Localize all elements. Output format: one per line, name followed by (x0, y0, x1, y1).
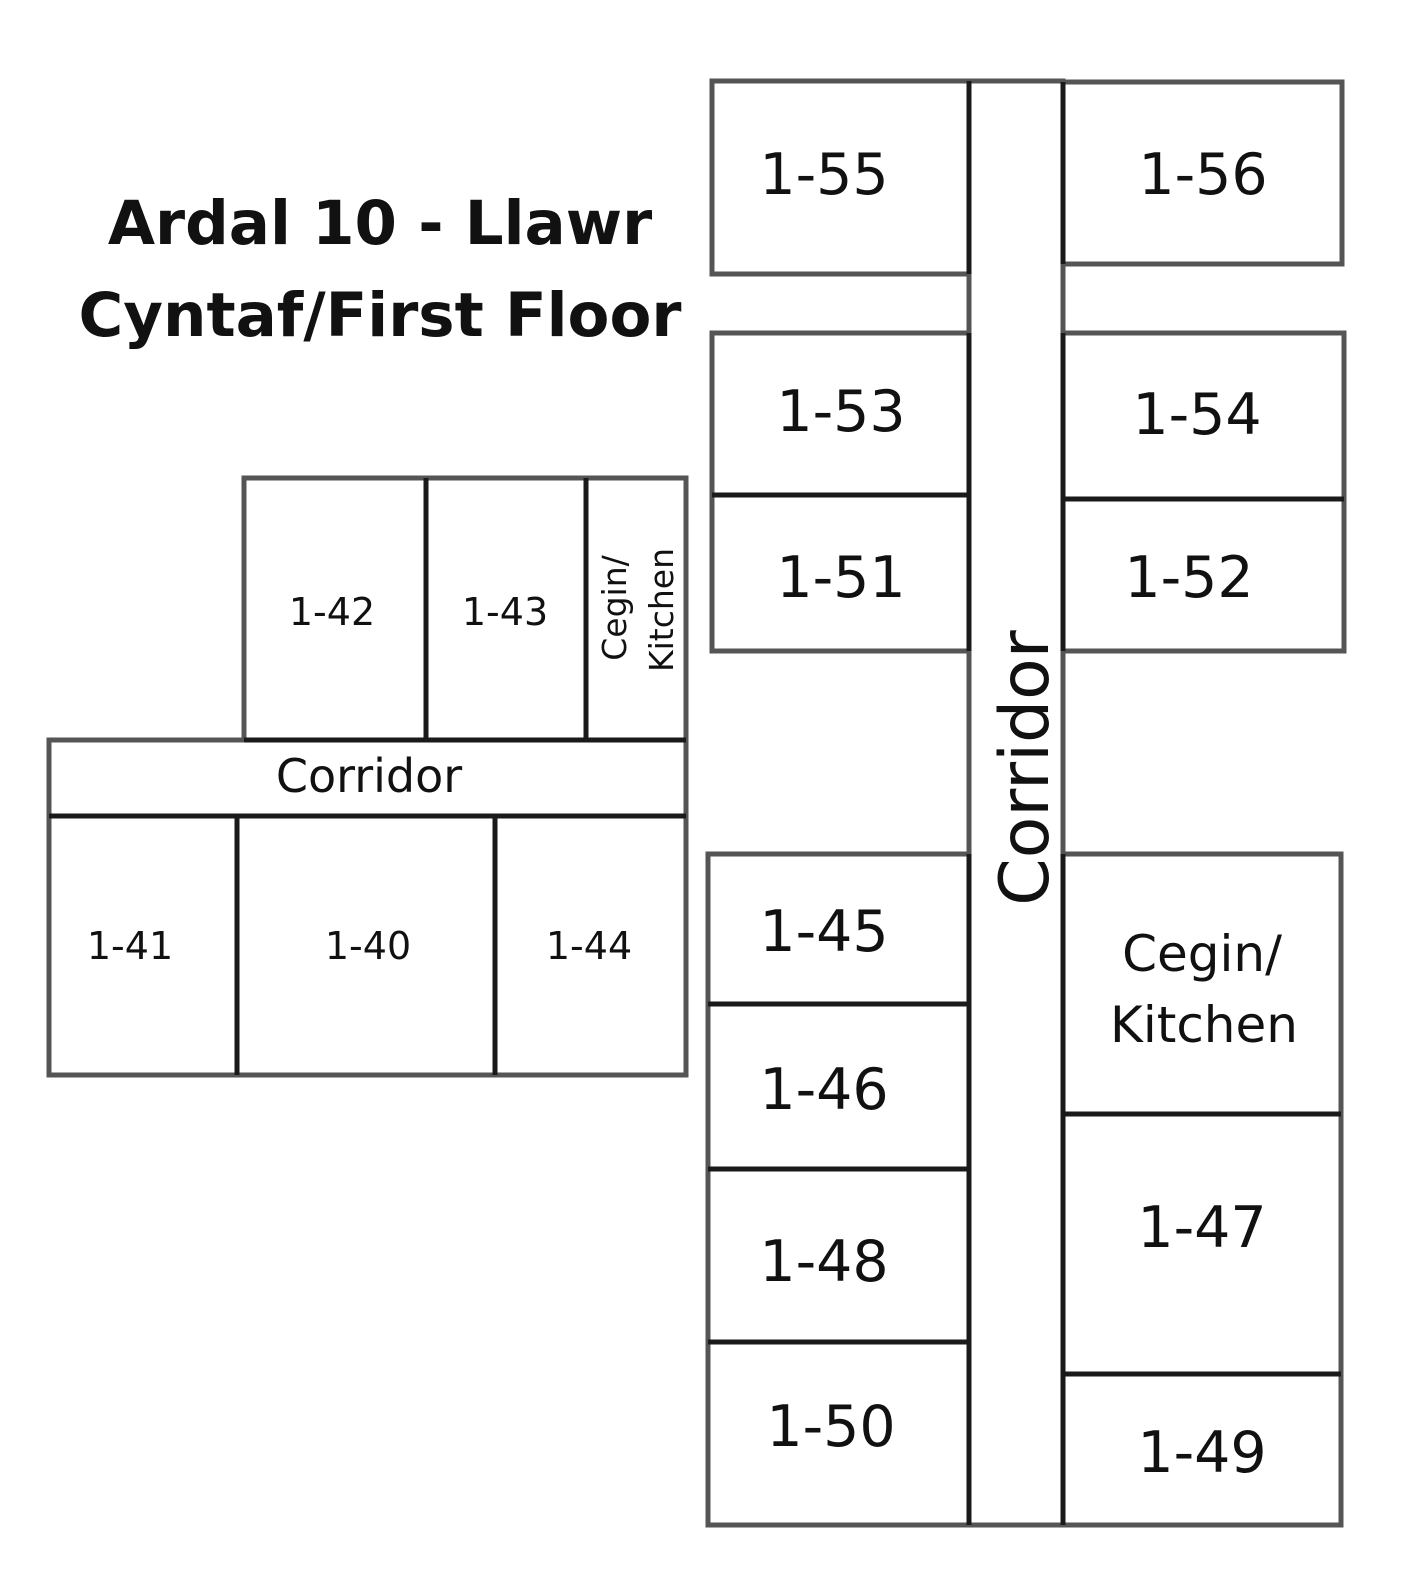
kitchen-east-label-line1: Cegin/ (1122, 925, 1282, 983)
room-1-44-label: 1-44 (546, 924, 632, 968)
room-1-54-label: 1-54 (1132, 382, 1261, 448)
room-1-45-label: 1-45 (759, 899, 888, 965)
room-1-40-label: 1-40 (325, 924, 411, 968)
room-1-43-label: 1-43 (462, 590, 548, 634)
room-1-47-label: 1-47 (1137, 1195, 1266, 1261)
room-1-49-label: 1-49 (1137, 1420, 1266, 1486)
room-1-41-label: 1-41 (87, 924, 173, 968)
floor-title: Ardal 10 - Llawr Cyntaf/First Floor (60, 178, 700, 362)
floor-title-line2: Cyntaf/First Floor (78, 280, 682, 351)
corridor-east-box (966, 78, 1066, 1528)
room-1-50-label: 1-50 (766, 1394, 895, 1460)
room-dividers (49, 81, 1344, 1525)
floor-title-line1: Ardal 10 - Llawr (107, 188, 653, 259)
room-1-53-label: 1-53 (776, 379, 905, 445)
room-1-46-label: 1-46 (759, 1057, 888, 1123)
room-labels: 1-42 1-43 Cegin/ Kitchen Corridor 1-41 1… (87, 142, 1298, 1486)
room-outlines (46, 78, 1347, 1528)
corridor-west-label: Corridor (276, 749, 462, 803)
room-1-42-label: 1-42 (289, 590, 375, 634)
room-1-52-label: 1-52 (1124, 545, 1253, 611)
kitchen-west-label-line1: Cegin/ (595, 554, 634, 660)
kitchen-east-label-line2: Kitchen (1110, 996, 1298, 1054)
kitchen-east-box (1060, 851, 1344, 1117)
corridor-east-label: Corridor (986, 630, 1065, 905)
room-1-55-label: 1-55 (759, 142, 888, 208)
kitchen-west-label-line2: Kitchen (642, 548, 681, 672)
room-1-56-label: 1-56 (1138, 142, 1267, 208)
room-1-48-label: 1-48 (759, 1229, 888, 1295)
room-1-51-label: 1-51 (776, 545, 905, 611)
